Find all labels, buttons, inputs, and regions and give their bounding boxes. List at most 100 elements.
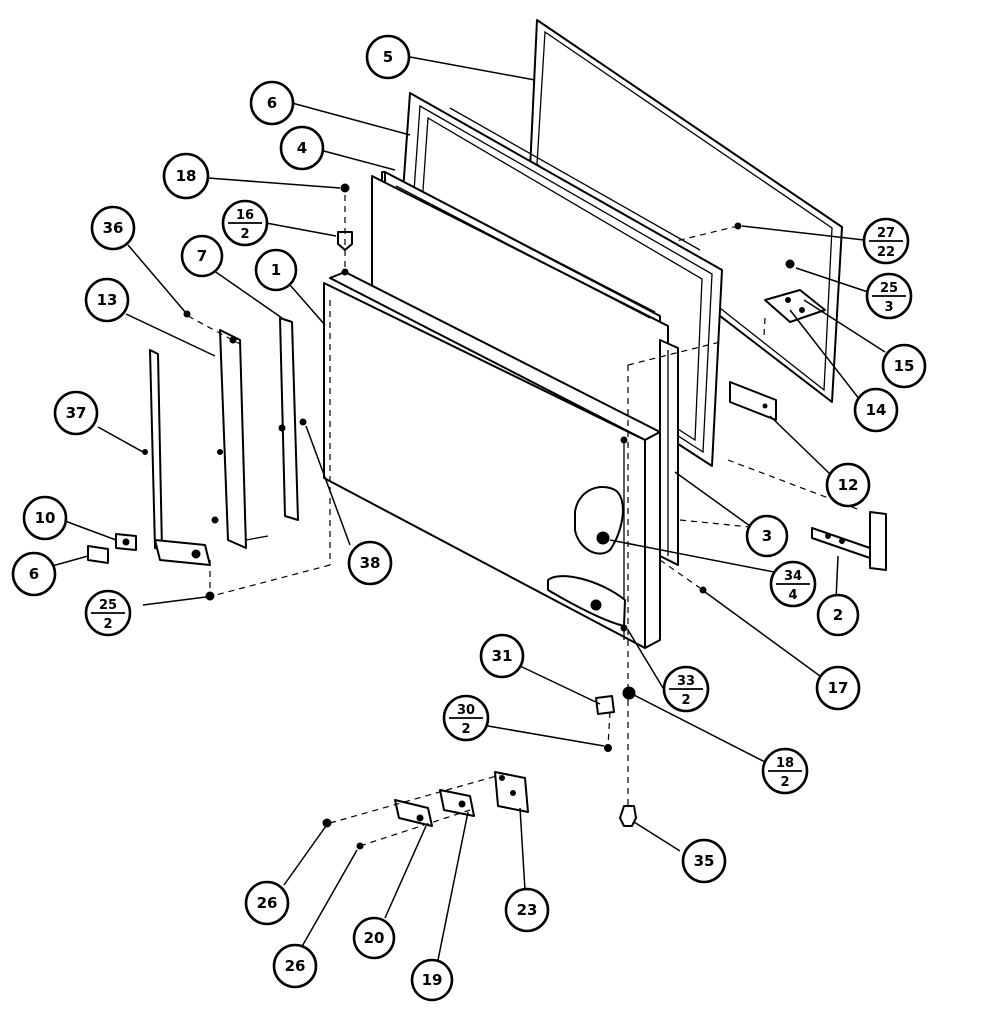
callout-10: 10 [22,495,68,541]
part-30-screw [604,744,612,752]
svg-text:27: 27 [877,226,895,241]
part-38-screw [299,418,307,426]
svg-text:36: 36 [103,219,124,237]
callout-6: 6 [11,551,57,597]
svg-text:17: 17 [828,679,849,697]
callout-34-4: 34 4 [769,560,817,608]
svg-text:23: 23 [517,901,538,919]
svg-text:5: 5 [383,48,393,66]
svg-text:18: 18 [176,167,197,185]
svg-text:25: 25 [880,281,898,296]
svg-text:37: 37 [66,404,87,422]
svg-text:20: 20 [364,929,385,947]
part-1-door-panel [323,271,661,649]
callout-25-3: 25 3 [865,272,913,320]
callout-37: 37 [53,390,99,436]
part-25-screw [205,591,215,601]
part-18-bushing-top [340,183,350,193]
callout-27-22: 27 22 [862,217,910,265]
callout-16-2: 16 2 [221,199,269,247]
callout-13: 13 [84,277,130,323]
svg-text:2: 2 [833,606,843,624]
svg-text:25: 25 [99,598,117,613]
part-7-side-strip [278,317,299,521]
callout-7: 7 [180,234,224,278]
svg-text:33: 33 [677,674,695,689]
callout-1: 1 [254,248,298,292]
callout-3: 3 [745,514,789,558]
svg-text:22: 22 [877,245,895,260]
svg-text:3: 3 [762,527,772,545]
callout-14: 14 [853,387,899,433]
assembly-dash-lines [187,195,861,847]
callout-26-a: 26 [244,880,290,926]
callout-35: 35 [681,838,727,884]
svg-text:6: 6 [267,94,277,112]
part-37-hinge-bracket [149,349,211,566]
svg-text:2: 2 [461,722,470,737]
callout-9: 6 [249,80,295,126]
callout-25-2: 25 2 [84,589,132,637]
svg-text:35: 35 [694,852,715,870]
callout-30-2: 30 2 [442,694,490,742]
callout-12: 12 [825,462,871,508]
callout-33-2: 33 2 [662,665,710,713]
part-12-hinge-plate [729,381,777,421]
part-17-screw [699,586,707,594]
svg-text:30: 30 [457,703,475,718]
svg-text:4: 4 [788,588,797,603]
part-10-plate [115,533,137,551]
part-37-screw [142,449,148,455]
svg-text:7: 7 [197,247,207,265]
svg-text:31: 31 [492,647,513,665]
svg-text:19: 19 [422,971,443,989]
leader-lines [51,56,886,961]
part-35-pin [619,805,637,827]
callout-36: 36 [90,205,136,251]
callout-18: 18 [162,152,210,200]
svg-text:26: 26 [257,894,278,912]
callout-20: 20 [352,916,396,960]
part-23-hinge-bracket [494,771,529,813]
svg-text:1: 1 [271,261,281,279]
part-15-bracket [764,259,826,323]
part-3-inner-breaker [659,339,679,566]
svg-text:10: 10 [35,509,56,527]
part-6-plate [87,545,109,564]
part-31-stop [595,695,615,715]
svg-text:14: 14 [866,401,887,419]
svg-text:13: 13 [97,291,118,309]
svg-text:16: 16 [236,208,254,223]
callout-31: 31 [479,633,525,679]
callout-17: 17 [815,665,861,711]
part-2-lower-hinge [811,511,887,571]
part-13-side-strip [211,329,269,549]
svg-text:3: 3 [884,300,893,315]
part-26-screw-a [322,818,332,828]
callout-2: 2 [816,593,860,637]
part-20-hinge-arm [394,799,433,827]
svg-text:12: 12 [838,476,859,494]
svg-text:34: 34 [784,569,802,584]
svg-text:18: 18 [776,756,794,771]
callout-38: 38 [347,540,393,586]
part-19-hinge-arm [439,789,475,817]
callout-19: 19 [410,958,454,1002]
svg-text:15: 15 [894,357,915,375]
svg-text:26: 26 [285,957,306,975]
svg-text:2: 2 [681,693,690,708]
callout-4: 4 [279,125,325,171]
callout-15: 15 [881,343,927,389]
callout-26-b: 26 [272,943,318,989]
callout-5: 5 [365,34,411,80]
svg-text:2: 2 [103,617,112,632]
svg-text:6: 6 [29,565,39,583]
part-18-bushing-lower [622,686,636,700]
callout-23: 23 [504,887,550,933]
callout-18-2: 18 2 [761,747,809,795]
part-5-back-panel [529,19,843,403]
svg-text:38: 38 [360,554,381,572]
svg-text:2: 2 [780,775,789,790]
svg-text:4: 4 [297,139,307,157]
